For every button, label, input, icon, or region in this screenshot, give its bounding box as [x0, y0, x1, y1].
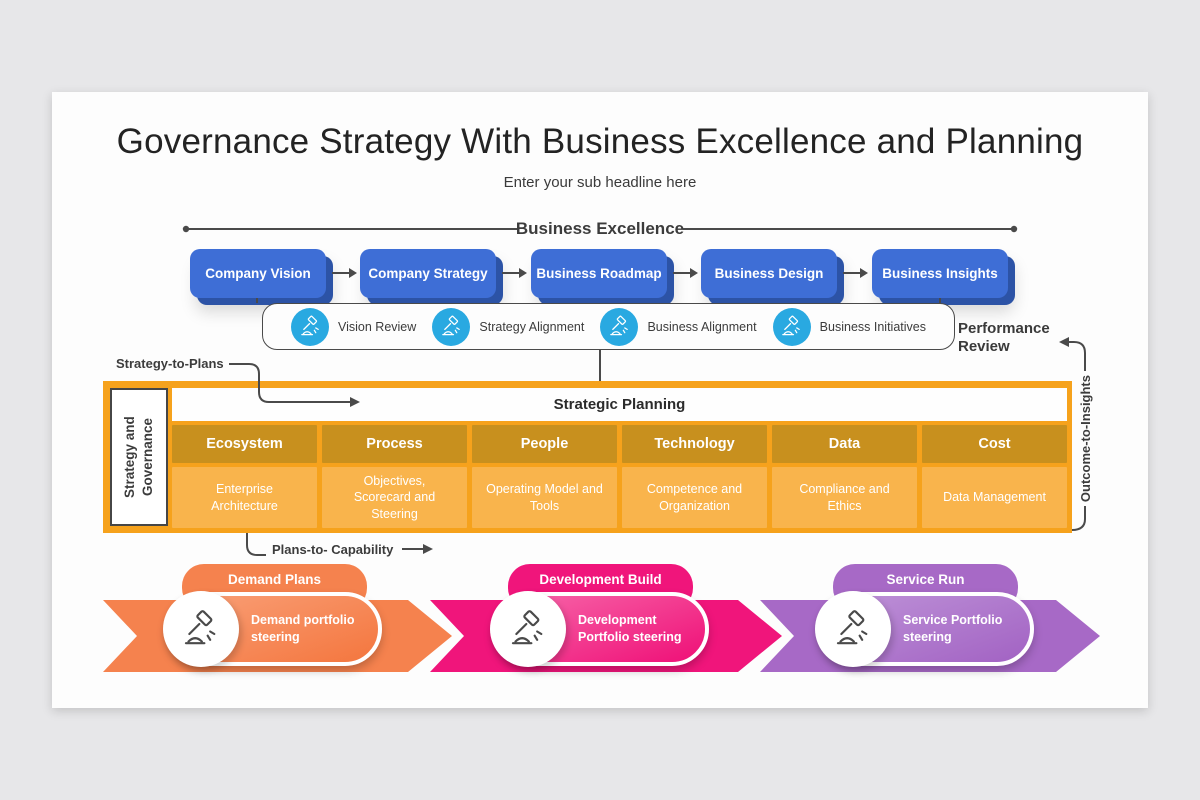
process-box-business-design: Business Design: [701, 249, 837, 298]
gavel-icon: [600, 307, 639, 346]
process-box-company-strategy: Company Strategy: [360, 249, 496, 298]
review-item-vision-review: Vision Review: [291, 307, 417, 346]
pill-development-portfolio: Development Portfolio steering: [490, 591, 709, 667]
planning-cell-people: Operating Model and Tools: [472, 467, 617, 528]
page-title: Governance Strategy With Business Excell…: [116, 122, 1084, 161]
gavel-icon: [490, 591, 566, 667]
process-box-business-insights: Business Insights: [872, 249, 1008, 298]
review-label: Business Initiatives: [819, 319, 926, 334]
planning-cell-technology: Competence and Organization: [622, 467, 767, 528]
column-header-ecosystem: Ecosystem: [172, 425, 317, 463]
outcome-to-insights-text: Outcome-to-Insights: [1078, 375, 1093, 503]
review-label: Strategy Alignment: [479, 319, 585, 334]
review-label: Business Alignment: [647, 319, 757, 334]
process-box-business-roadmap: Business Roadmap: [531, 249, 667, 298]
review-item-business-initiatives: Business Initiatives: [772, 307, 926, 346]
review-item-strategy-alignment: Strategy Alignment: [432, 307, 585, 346]
strategy-governance-text: Strategy and Governance: [121, 416, 155, 498]
pill-label: Development Portfolio steering: [578, 613, 682, 644]
outcome-to-insights-label: Outcome-to-Insights: [1072, 372, 1099, 506]
column-header-cost: Cost: [922, 425, 1067, 463]
page-subtitle: Enter your sub headline here: [503, 174, 697, 191]
business-excellence-heading: Business Excellence: [515, 219, 685, 238]
review-bar: Vision Review Strategy Alignment Busines…: [262, 303, 955, 350]
column-header-technology: Technology: [622, 425, 767, 463]
process-box-company-vision: Company Vision: [190, 249, 326, 298]
gavel-icon: [432, 307, 471, 346]
strategy-to-plans-label: Strategy-to-Plans: [116, 356, 224, 371]
column-header-process: Process: [322, 425, 467, 463]
gavel-icon: [291, 307, 329, 346]
planning-cell-data: Compliance and Ethics: [772, 467, 917, 528]
planning-cell-process: Objectives, Scorecard and Steering: [322, 467, 467, 528]
plans-to-capability-label: Plans-to- Capability: [272, 542, 394, 557]
gavel-icon: [163, 591, 239, 667]
pill-demand-portfolio: Demand portfolio steering: [163, 591, 382, 667]
strategy-governance-box: Strategy and Governance: [110, 388, 168, 526]
review-label: Vision Review: [338, 319, 417, 334]
gavel-icon: [815, 591, 891, 667]
gavel-icon: [772, 307, 811, 346]
pill-label: Demand portfolio steering: [251, 613, 355, 644]
planning-header-row: Ecosystem Process People Technology Data…: [172, 425, 1067, 463]
review-item-business-alignment: Business Alignment: [600, 307, 757, 346]
pill-label: Service Portfolio steering: [903, 613, 1003, 644]
performance-review-label: Performance Review: [958, 320, 1050, 355]
planning-cell-cost: Data Management: [922, 467, 1067, 528]
column-header-data: Data: [772, 425, 917, 463]
strategic-planning-heading: Strategic Planning: [172, 388, 1067, 421]
pill-service-portfolio: Service Portfolio steering: [815, 591, 1034, 667]
planning-cell-ecosystem: Enterprise Architecture: [172, 467, 317, 528]
column-header-people: People: [472, 425, 617, 463]
planning-cell-row: Enterprise Architecture Objectives, Scor…: [172, 467, 1067, 528]
